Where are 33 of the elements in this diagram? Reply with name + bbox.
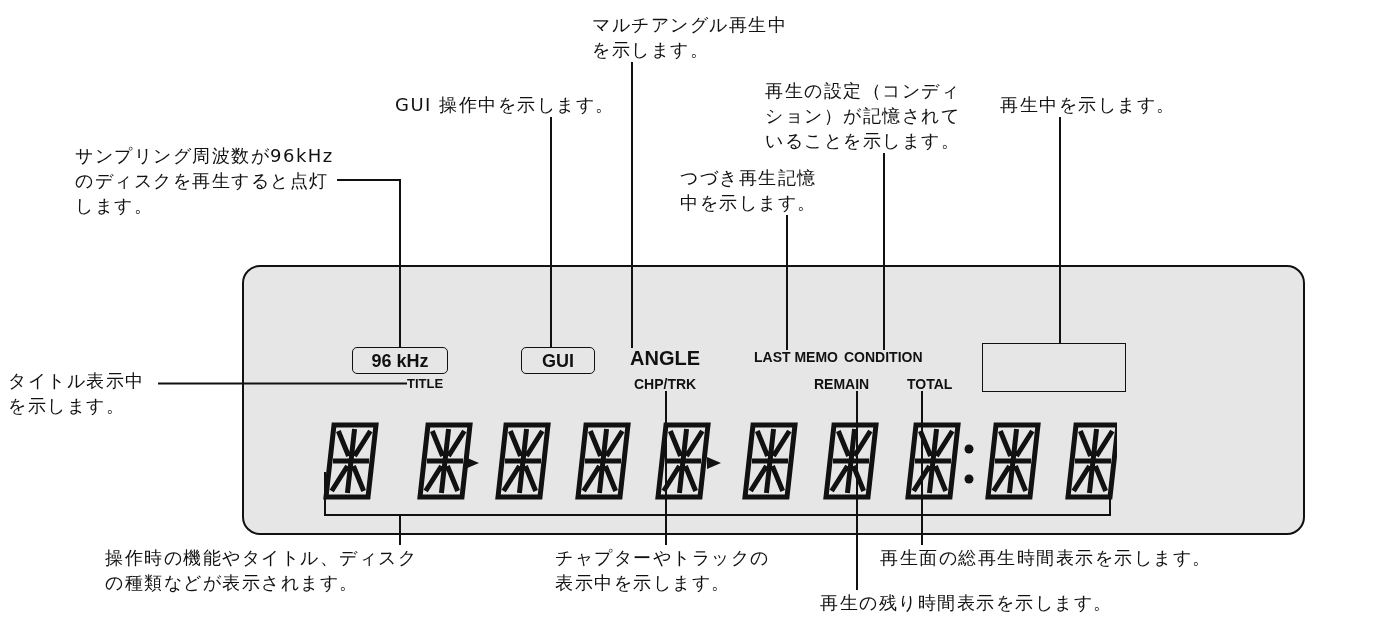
display-panel [242,265,1305,535]
callout-text: マルチアングル再生中を示します。 [592,12,788,62]
callout-text: GUI 操作中を示します。 [395,92,615,117]
leader-line [324,471,1111,546]
callout-text: 再生の設定（コンディション）が記憶されていることを示します。 [765,78,963,153]
leader-line [157,382,408,385]
leader-line [665,390,667,546]
indicator-label: ANGLE [630,348,700,368]
leader-line [921,390,923,546]
indicator-label: TITLE [407,377,444,390]
indicator-label: LAST MEMO [754,350,838,364]
callout-text: 操作時の機能やタイトル、ディスクの種類などが表示されます。 [105,545,425,595]
leader-line [856,390,858,591]
indicator-box [982,343,1126,392]
callout-text: つづき再生記憶中を示します。 [680,165,820,215]
leader-line [631,61,633,349]
leader-line [786,214,788,351]
indicator-label: CONDITION [844,350,923,364]
leader-line [883,152,885,351]
callout-text: サンプリング周波数が96kHzのディスクを再生すると点灯します。 [75,143,337,218]
indicator-label: TOTAL [907,377,953,391]
indicator-label: REMAIN [814,377,870,391]
leader-line [550,116,552,348]
indicator-label: CHP/TRK [634,377,697,391]
callout-text: タイトル表示中を示します。 [8,368,158,418]
indicator-box: GUI [521,347,595,374]
callout-text: チャプターやトラックの表示中を示します。 [555,545,770,595]
callout-text: 再生の残り時間表示を示します。 [820,590,1113,615]
callout-text: 再生中を示します。 [1000,92,1176,117]
indicator-box: 96 kHz [352,347,448,374]
leader-line [1059,116,1061,344]
leader-line [336,179,401,348]
callout-text: 再生面の総再生時間表示を示します。 [880,545,1212,570]
